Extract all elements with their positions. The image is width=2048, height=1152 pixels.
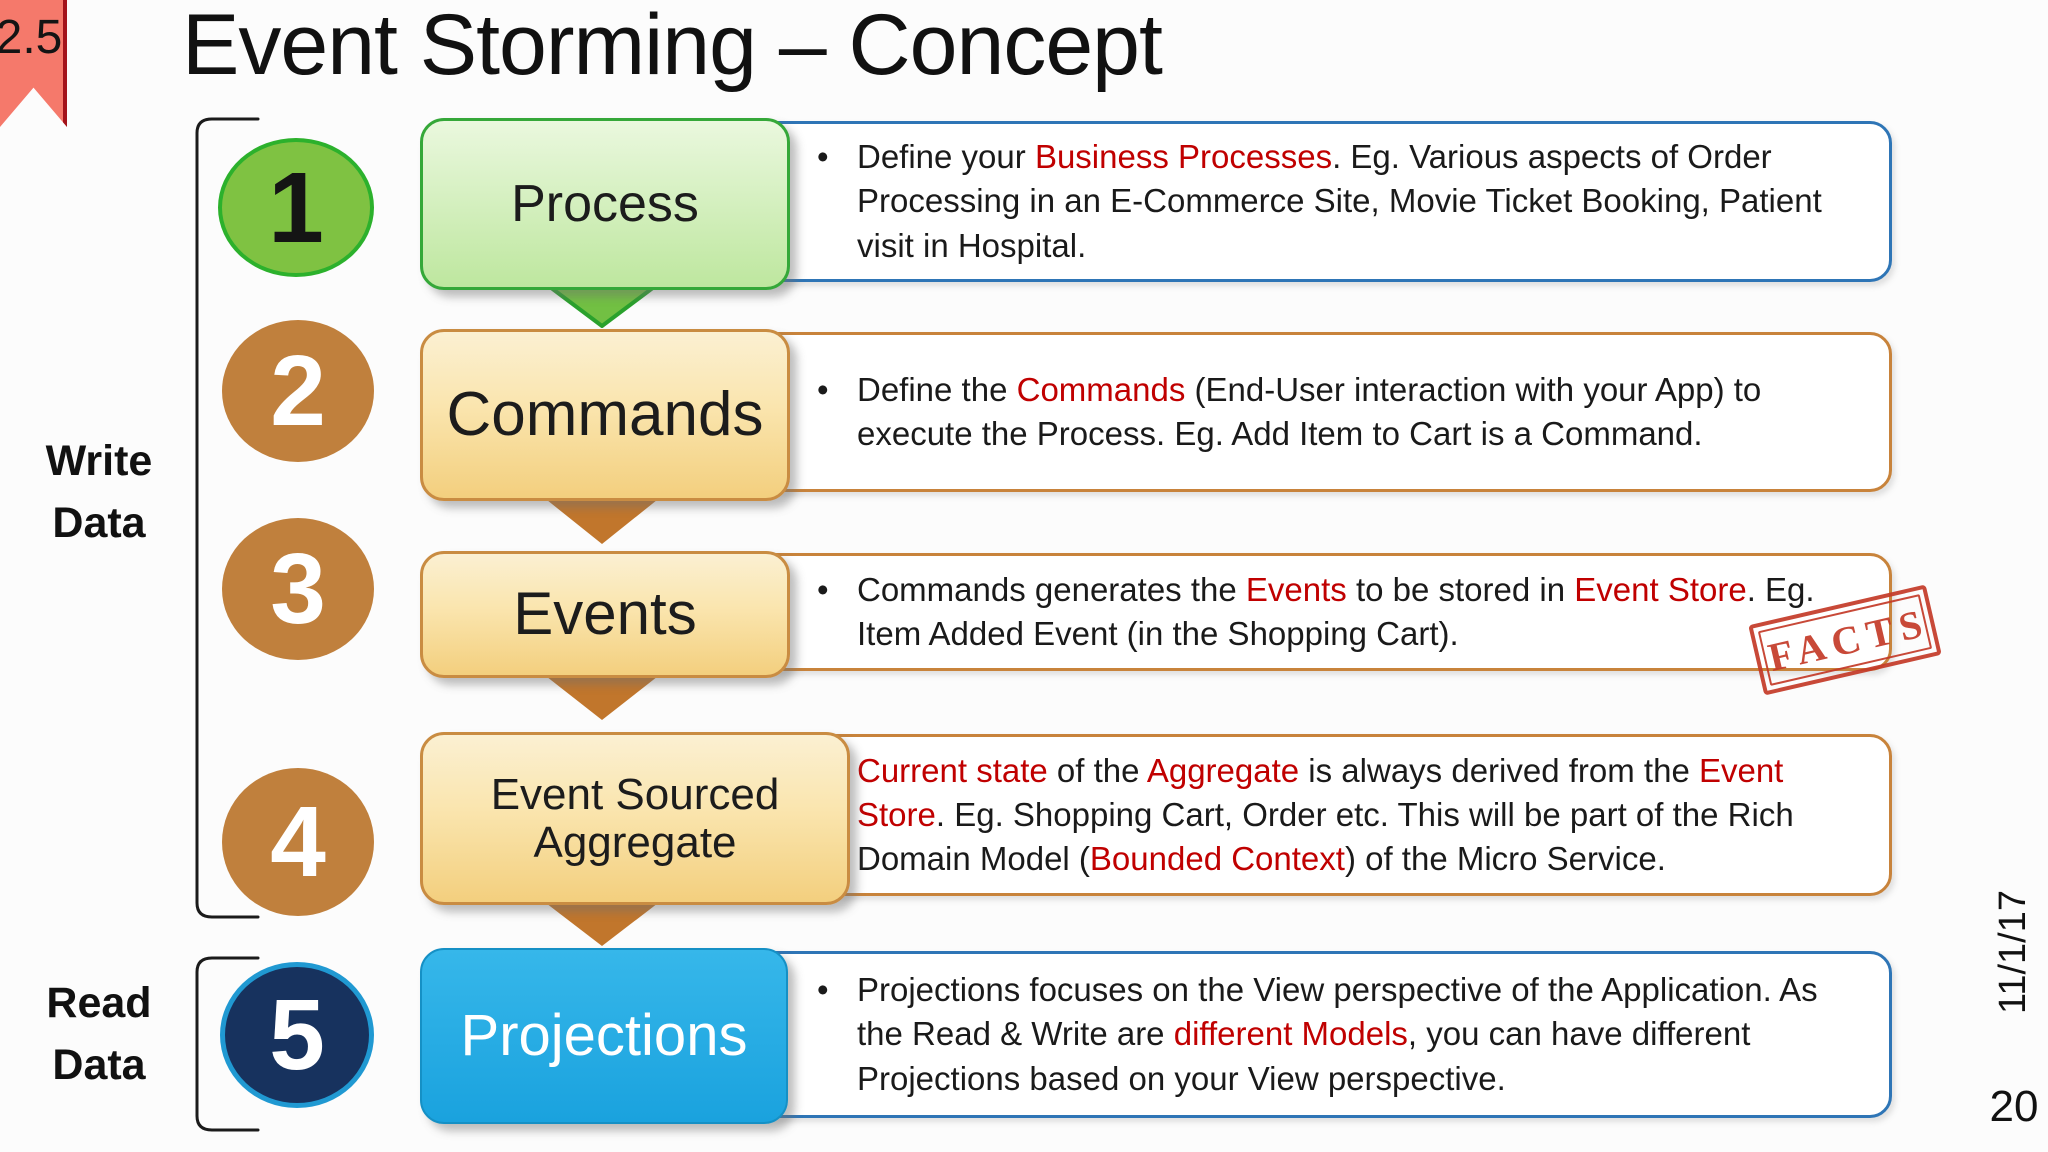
step-1-description: Define your Business Processes. Eg. Vari… (857, 135, 1872, 268)
read-data-label: Read Data (26, 972, 172, 1097)
step-3-description: Commands generates the Events to be stor… (857, 568, 1872, 656)
desc-segment: of the (1047, 751, 1147, 789)
step-2-circle: 2 (222, 320, 374, 462)
page-title: Event Storming – Concept (182, 0, 1163, 93)
arrow-step4-step5 (542, 900, 662, 946)
slide-date: 11/1/17 (1992, 890, 2034, 1014)
write-data-label: Write Data (26, 430, 172, 555)
ribbon-edge-line (63, 0, 67, 127)
step-2-number: 2 (270, 335, 326, 447)
step-1-label-box: Process (420, 118, 790, 290)
desc-segment: Define the (857, 370, 1017, 408)
desc-segment: (End-User interaction with your App) to … (857, 370, 1762, 452)
desc-segment-highlight: Commands (1016, 370, 1186, 408)
arrow-step1-step2 (544, 282, 660, 328)
desc-segment: ) of the Micro Service. (1344, 840, 1666, 878)
step-1-label: Process (511, 174, 699, 233)
step-2-label: Commands (446, 379, 764, 449)
read-data-line1: Read (46, 979, 152, 1027)
desc-segment-highlight: Current state (857, 751, 1048, 789)
arrow-step2-step3 (542, 496, 662, 544)
step-4-label: Event Sourced Aggregate (490, 769, 780, 867)
desc-segment: Define your (857, 138, 1035, 176)
write-data-line1: Write (45, 437, 153, 485)
step-3-label: Events (513, 580, 697, 648)
desc-segment-highlight: Bounded Context (1089, 840, 1345, 878)
page-number: 20 (1989, 1082, 2039, 1131)
desc-segment: , you can have different Projections bas… (857, 1015, 1751, 1097)
read-data-line2: Data (52, 1041, 146, 1090)
step-5-description: Projections focuses on the View perspect… (857, 968, 1872, 1101)
arrow-step3-step4 (542, 673, 662, 720)
step-5-circle: 5 (220, 962, 374, 1108)
step-3-number: 3 (270, 533, 326, 645)
step-2-label-box: Commands (420, 329, 790, 501)
step-4-label-box: Event Sourced Aggregate (420, 732, 850, 905)
bullet-icon: • (817, 570, 829, 608)
desc-segment: Projections focuses on the View perspect… (857, 971, 1818, 1053)
step-4-circle: 4 (222, 768, 374, 916)
desc-segment-highlight: Event Store (1574, 570, 1747, 608)
desc-segment-highlight: different Models (1173, 1015, 1408, 1053)
desc-segment: Commands generates the (857, 570, 1246, 608)
desc-segment-highlight: Business Processes (1034, 138, 1333, 176)
step-3-description-box: • Commands generates the Events to be st… (752, 553, 1892, 671)
write-data-line2: Data (52, 499, 146, 548)
desc-segment-highlight: Event Store (857, 751, 1784, 833)
step-4-description: Current state of the Aggregate is always… (857, 749, 1872, 882)
step-2-description: Define the Commands (End-User interactio… (857, 368, 1872, 456)
step-3-circle: 3 (222, 518, 374, 660)
desc-segment: . Eg. Shopping Cart, Order etc. This wil… (857, 795, 1794, 878)
desc-segment: . Eg. Item Added Event (in the Shopping … (857, 570, 1815, 652)
bullet-icon: • (817, 971, 829, 1009)
step-4-number: 4 (270, 786, 326, 898)
step-5-description-box: • Projections focuses on the View perspe… (752, 951, 1892, 1118)
bullet-icon: • (817, 138, 829, 176)
desc-segment-highlight: Aggregate (1146, 751, 1300, 789)
section-ribbon: 2.5 (0, 0, 67, 127)
step-5-label-box: Projections (420, 948, 788, 1124)
section-tag: 2.5 (0, 11, 63, 64)
step-3-label-box: Events (420, 551, 790, 678)
step-2-description-box: • Define the Commands (End-User interact… (752, 332, 1892, 492)
step-1-number: 1 (268, 151, 324, 264)
bullet-icon: • (817, 370, 829, 408)
desc-segment-highlight: Events (1245, 570, 1347, 608)
step-1-description-box: • Define your Business Processes. Eg. Va… (752, 121, 1892, 282)
step-1-circle: 1 (218, 138, 374, 277)
desc-segment: . Eg. Various aspects of Order Processin… (857, 138, 1822, 264)
step-4-description-box: • Current state of the Aggregate is alwa… (752, 734, 1892, 896)
desc-segment: to be stored in (1346, 570, 1575, 608)
desc-segment: is always derived from the (1299, 751, 1699, 789)
step-5-label: Projections (460, 1002, 748, 1068)
step-5-number: 5 (269, 979, 325, 1091)
